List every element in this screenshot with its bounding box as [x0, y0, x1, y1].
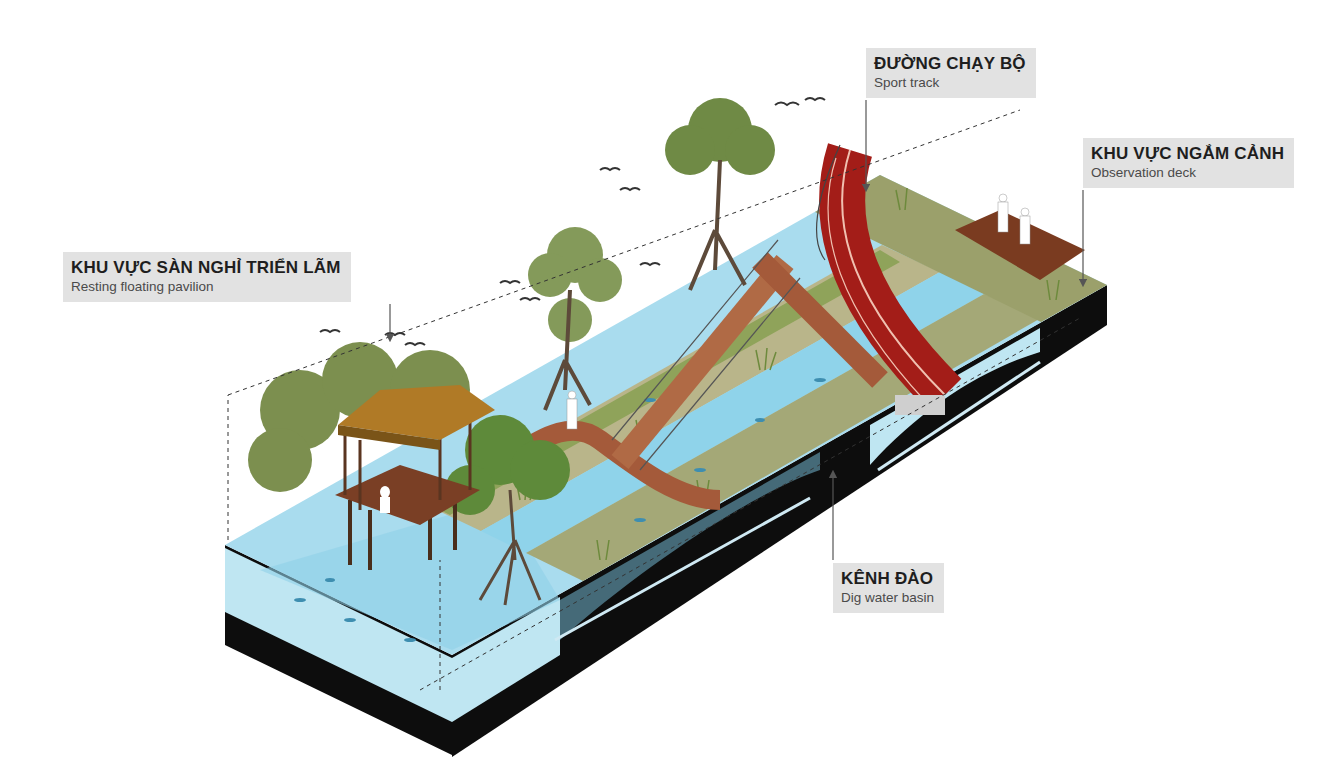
- people: [567, 194, 1030, 429]
- callout-label: KÊNH ĐÀODig water basin: [833, 563, 944, 613]
- callout-subtitle: Dig water basin: [841, 589, 934, 607]
- callout-subtitle: Observation deck: [1091, 164, 1284, 182]
- callout-heading: ĐƯỜNG CHẠY BỘ: [874, 53, 1026, 74]
- callout-subtitle: Resting floating pavilion: [71, 278, 341, 296]
- track-lane: [828, 158, 926, 402]
- callout-label: KHU VỰC NGẮM CẢNHObservation deck: [1083, 138, 1294, 188]
- callout-heading: KHU VỰC NGẮM CẢNH: [1091, 143, 1284, 164]
- water-surface: [225, 175, 1107, 655]
- birds: [320, 98, 825, 345]
- leader-lines: [390, 100, 1083, 560]
- bridge: [620, 262, 785, 462]
- fish: [294, 378, 826, 642]
- track-lane: [842, 150, 945, 395]
- trees: [248, 98, 775, 605]
- grass-tufts: [516, 188, 1059, 560]
- callout-heading: KÊNH ĐÀO: [841, 568, 934, 589]
- floating-pavilion: [335, 385, 495, 570]
- callout-heading: KHU VỰC SÀN NGHỈ TRIỂN LÃM: [71, 257, 341, 278]
- handrail: [612, 240, 800, 470]
- callout-label: KHU VỰC SÀN NGHỈ TRIỂN LÃMResting floati…: [63, 252, 351, 302]
- callout-label: ĐƯỜNG CHẠY BỘSport track: [866, 48, 1036, 98]
- section-lines: [228, 110, 1080, 690]
- observation-deck: [955, 210, 1085, 280]
- sport-track: [842, 150, 945, 395]
- callout-subtitle: Sport track: [874, 74, 1026, 92]
- handrail: [817, 145, 840, 260]
